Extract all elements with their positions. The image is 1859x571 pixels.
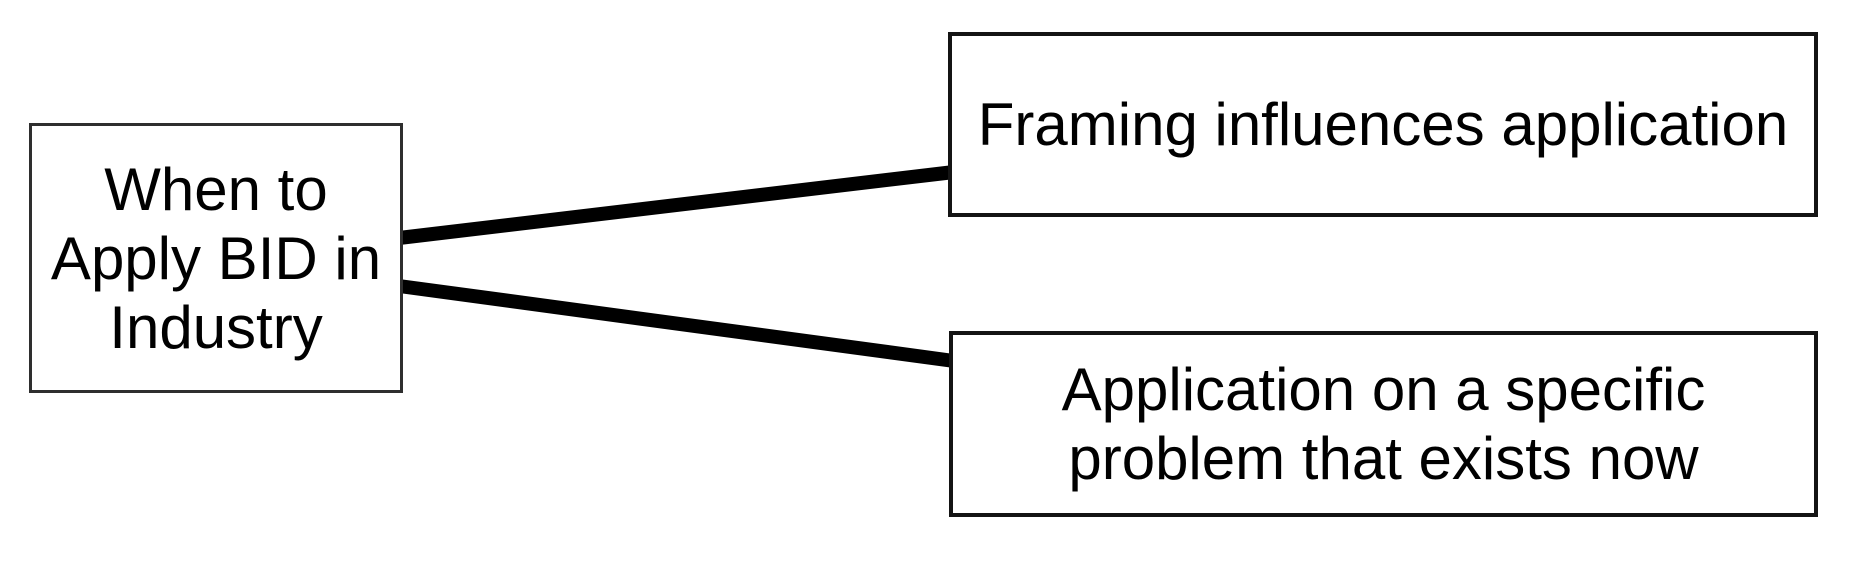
- node-when-to-apply-bid-line-2: Apply BID in: [50, 224, 382, 292]
- connector-root-to-framing: [398, 165, 955, 245]
- node-application-line-1: Application on a specific: [1061, 356, 1706, 423]
- node-application-line-2: problem that exists now: [1068, 425, 1699, 492]
- node-application-specific-problem: Application on a specific problem that e…: [949, 331, 1818, 517]
- connector-root-to-application: [398, 279, 955, 368]
- node-when-to-apply-bid-line-3: Industry: [109, 293, 323, 361]
- node-framing-line-1: Framing influences application: [977, 91, 1789, 158]
- node-when-to-apply-bid: When to Apply BID in Industry: [29, 123, 403, 393]
- node-framing-influences-application: Framing influences application: [948, 32, 1818, 217]
- node-when-to-apply-bid-line-1: When to: [104, 155, 328, 223]
